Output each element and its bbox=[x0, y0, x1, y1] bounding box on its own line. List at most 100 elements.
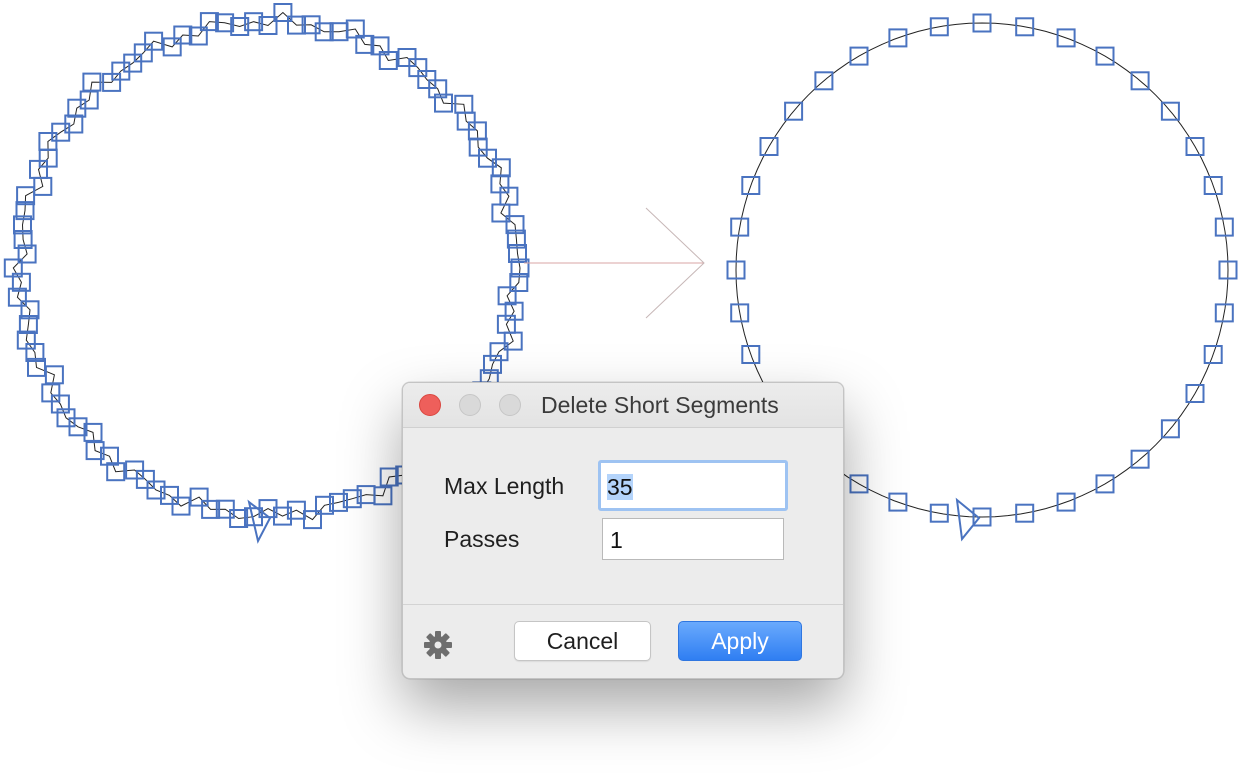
smooth-circle-path[interactable] bbox=[735, 22, 1229, 518]
node-handle[interactable] bbox=[1203, 345, 1223, 364]
max-length-field[interactable]: 35 bbox=[598, 460, 788, 511]
node-handle[interactable] bbox=[171, 496, 191, 516]
node-handle[interactable] bbox=[83, 422, 103, 442]
node-handle[interactable] bbox=[510, 258, 530, 278]
minimize-window-button[interactable] bbox=[459, 394, 481, 416]
node-handle[interactable] bbox=[1160, 101, 1180, 121]
node-handle[interactable] bbox=[1160, 419, 1180, 439]
zoom-window-button[interactable] bbox=[499, 394, 521, 416]
node-handle[interactable] bbox=[1130, 449, 1150, 469]
node-handle[interactable] bbox=[355, 34, 375, 54]
cancel-button[interactable]: Cancel bbox=[514, 621, 651, 661]
node-handle[interactable] bbox=[505, 215, 525, 235]
node-handle[interactable] bbox=[315, 495, 334, 515]
node-handle[interactable] bbox=[20, 300, 40, 320]
node-handle[interactable] bbox=[379, 467, 399, 487]
gear-icon[interactable] bbox=[423, 630, 453, 660]
node-handle[interactable] bbox=[7, 287, 27, 307]
node-handle[interactable] bbox=[730, 303, 750, 323]
node-handle[interactable] bbox=[29, 159, 48, 179]
node-handle[interactable] bbox=[64, 114, 84, 134]
node-handle[interactable] bbox=[329, 492, 348, 512]
close-window-button[interactable] bbox=[419, 394, 441, 416]
node-handle[interactable] bbox=[82, 72, 102, 92]
node-handle[interactable] bbox=[189, 487, 209, 507]
node-handle[interactable] bbox=[13, 215, 32, 235]
node-handle[interactable] bbox=[16, 330, 36, 350]
node-handle[interactable] bbox=[3, 258, 23, 278]
node-handle[interactable] bbox=[15, 201, 35, 221]
dialog-titlebar[interactable]: Delete Short Segments bbox=[403, 383, 843, 428]
node-handle[interactable] bbox=[741, 345, 761, 364]
node-handle[interactable] bbox=[215, 499, 235, 519]
node-handle[interactable] bbox=[814, 71, 834, 91]
node-handle[interactable] bbox=[27, 357, 46, 377]
node-handle[interactable] bbox=[378, 51, 398, 70]
node-handle[interactable] bbox=[888, 28, 908, 48]
node-handle[interactable] bbox=[497, 286, 517, 306]
node-handle[interactable] bbox=[215, 13, 235, 33]
jagged-circle-path[interactable] bbox=[12, 11, 521, 521]
node-handle[interactable] bbox=[162, 37, 182, 57]
node-handle[interactable] bbox=[17, 244, 37, 264]
node-handle[interactable] bbox=[456, 111, 476, 131]
node-handle[interactable] bbox=[13, 230, 33, 249]
node-handle[interactable] bbox=[85, 441, 105, 461]
node-handle[interactable] bbox=[888, 492, 908, 512]
node-handle[interactable] bbox=[301, 15, 321, 35]
apply-button[interactable]: Apply bbox=[678, 621, 802, 661]
node-handle[interactable] bbox=[1185, 384, 1205, 403]
node-handle[interactable] bbox=[434, 93, 453, 113]
node-handle[interactable] bbox=[173, 25, 193, 45]
node-handle[interactable] bbox=[1015, 17, 1035, 37]
node-handle[interactable] bbox=[1095, 46, 1115, 66]
node-handle[interactable] bbox=[730, 217, 750, 237]
node-handle[interactable] bbox=[18, 315, 38, 334]
node-handle[interactable] bbox=[146, 480, 166, 500]
node-handle[interactable] bbox=[1185, 137, 1205, 156]
node-handle[interactable] bbox=[133, 43, 153, 63]
node-handle[interactable] bbox=[972, 13, 992, 33]
passes-value[interactable]: 1 bbox=[610, 527, 623, 553]
node-handle[interactable] bbox=[244, 12, 264, 32]
node-handle[interactable] bbox=[491, 203, 511, 223]
node-handle[interactable] bbox=[759, 137, 779, 156]
node-handle[interactable] bbox=[188, 26, 208, 46]
max-length-value[interactable]: 35 bbox=[607, 474, 633, 500]
node-handle[interactable] bbox=[56, 408, 76, 428]
node-handle[interactable] bbox=[489, 342, 509, 362]
node-handle[interactable] bbox=[1218, 260, 1238, 280]
node-handle[interactable] bbox=[784, 101, 804, 121]
node-handle[interactable] bbox=[123, 53, 143, 73]
node-handle[interactable] bbox=[273, 3, 293, 22]
node-handle[interactable] bbox=[509, 273, 529, 292]
node-handle[interactable] bbox=[503, 331, 523, 351]
node-handle[interactable] bbox=[230, 17, 250, 36]
start-direction-triangle-right[interactable] bbox=[955, 497, 981, 542]
node-handle[interactable] bbox=[273, 506, 292, 526]
node-handle[interactable] bbox=[201, 499, 221, 519]
node-handle[interactable] bbox=[356, 485, 376, 505]
node-handle[interactable] bbox=[478, 148, 497, 168]
node-handle[interactable] bbox=[1056, 28, 1076, 48]
node-handle[interactable] bbox=[1130, 71, 1150, 91]
node-handle[interactable] bbox=[144, 31, 164, 51]
node-handle[interactable] bbox=[726, 260, 746, 280]
node-handle[interactable] bbox=[397, 48, 417, 67]
node-handle[interactable] bbox=[106, 462, 126, 482]
node-handle[interactable] bbox=[41, 383, 61, 403]
after-circle-path[interactable] bbox=[726, 13, 1238, 542]
node-handle[interactable] bbox=[1214, 217, 1234, 237]
node-handle[interactable] bbox=[199, 12, 219, 32]
node-handle[interactable] bbox=[1056, 492, 1076, 512]
node-handle[interactable] bbox=[314, 22, 334, 42]
node-handle[interactable] bbox=[1203, 176, 1223, 195]
delete-short-segments-dialog[interactable]: Delete Short Segments Max Length 35 Pass… bbox=[402, 382, 844, 679]
node-handle[interactable] bbox=[287, 15, 306, 35]
node-handle[interactable] bbox=[1095, 474, 1115, 494]
node-handle[interactable] bbox=[849, 46, 869, 66]
start-direction-triangle-left[interactable] bbox=[247, 499, 272, 544]
node-handle[interactable] bbox=[849, 474, 869, 494]
node-handle[interactable] bbox=[50, 394, 70, 414]
node-handle[interactable] bbox=[160, 485, 179, 505]
